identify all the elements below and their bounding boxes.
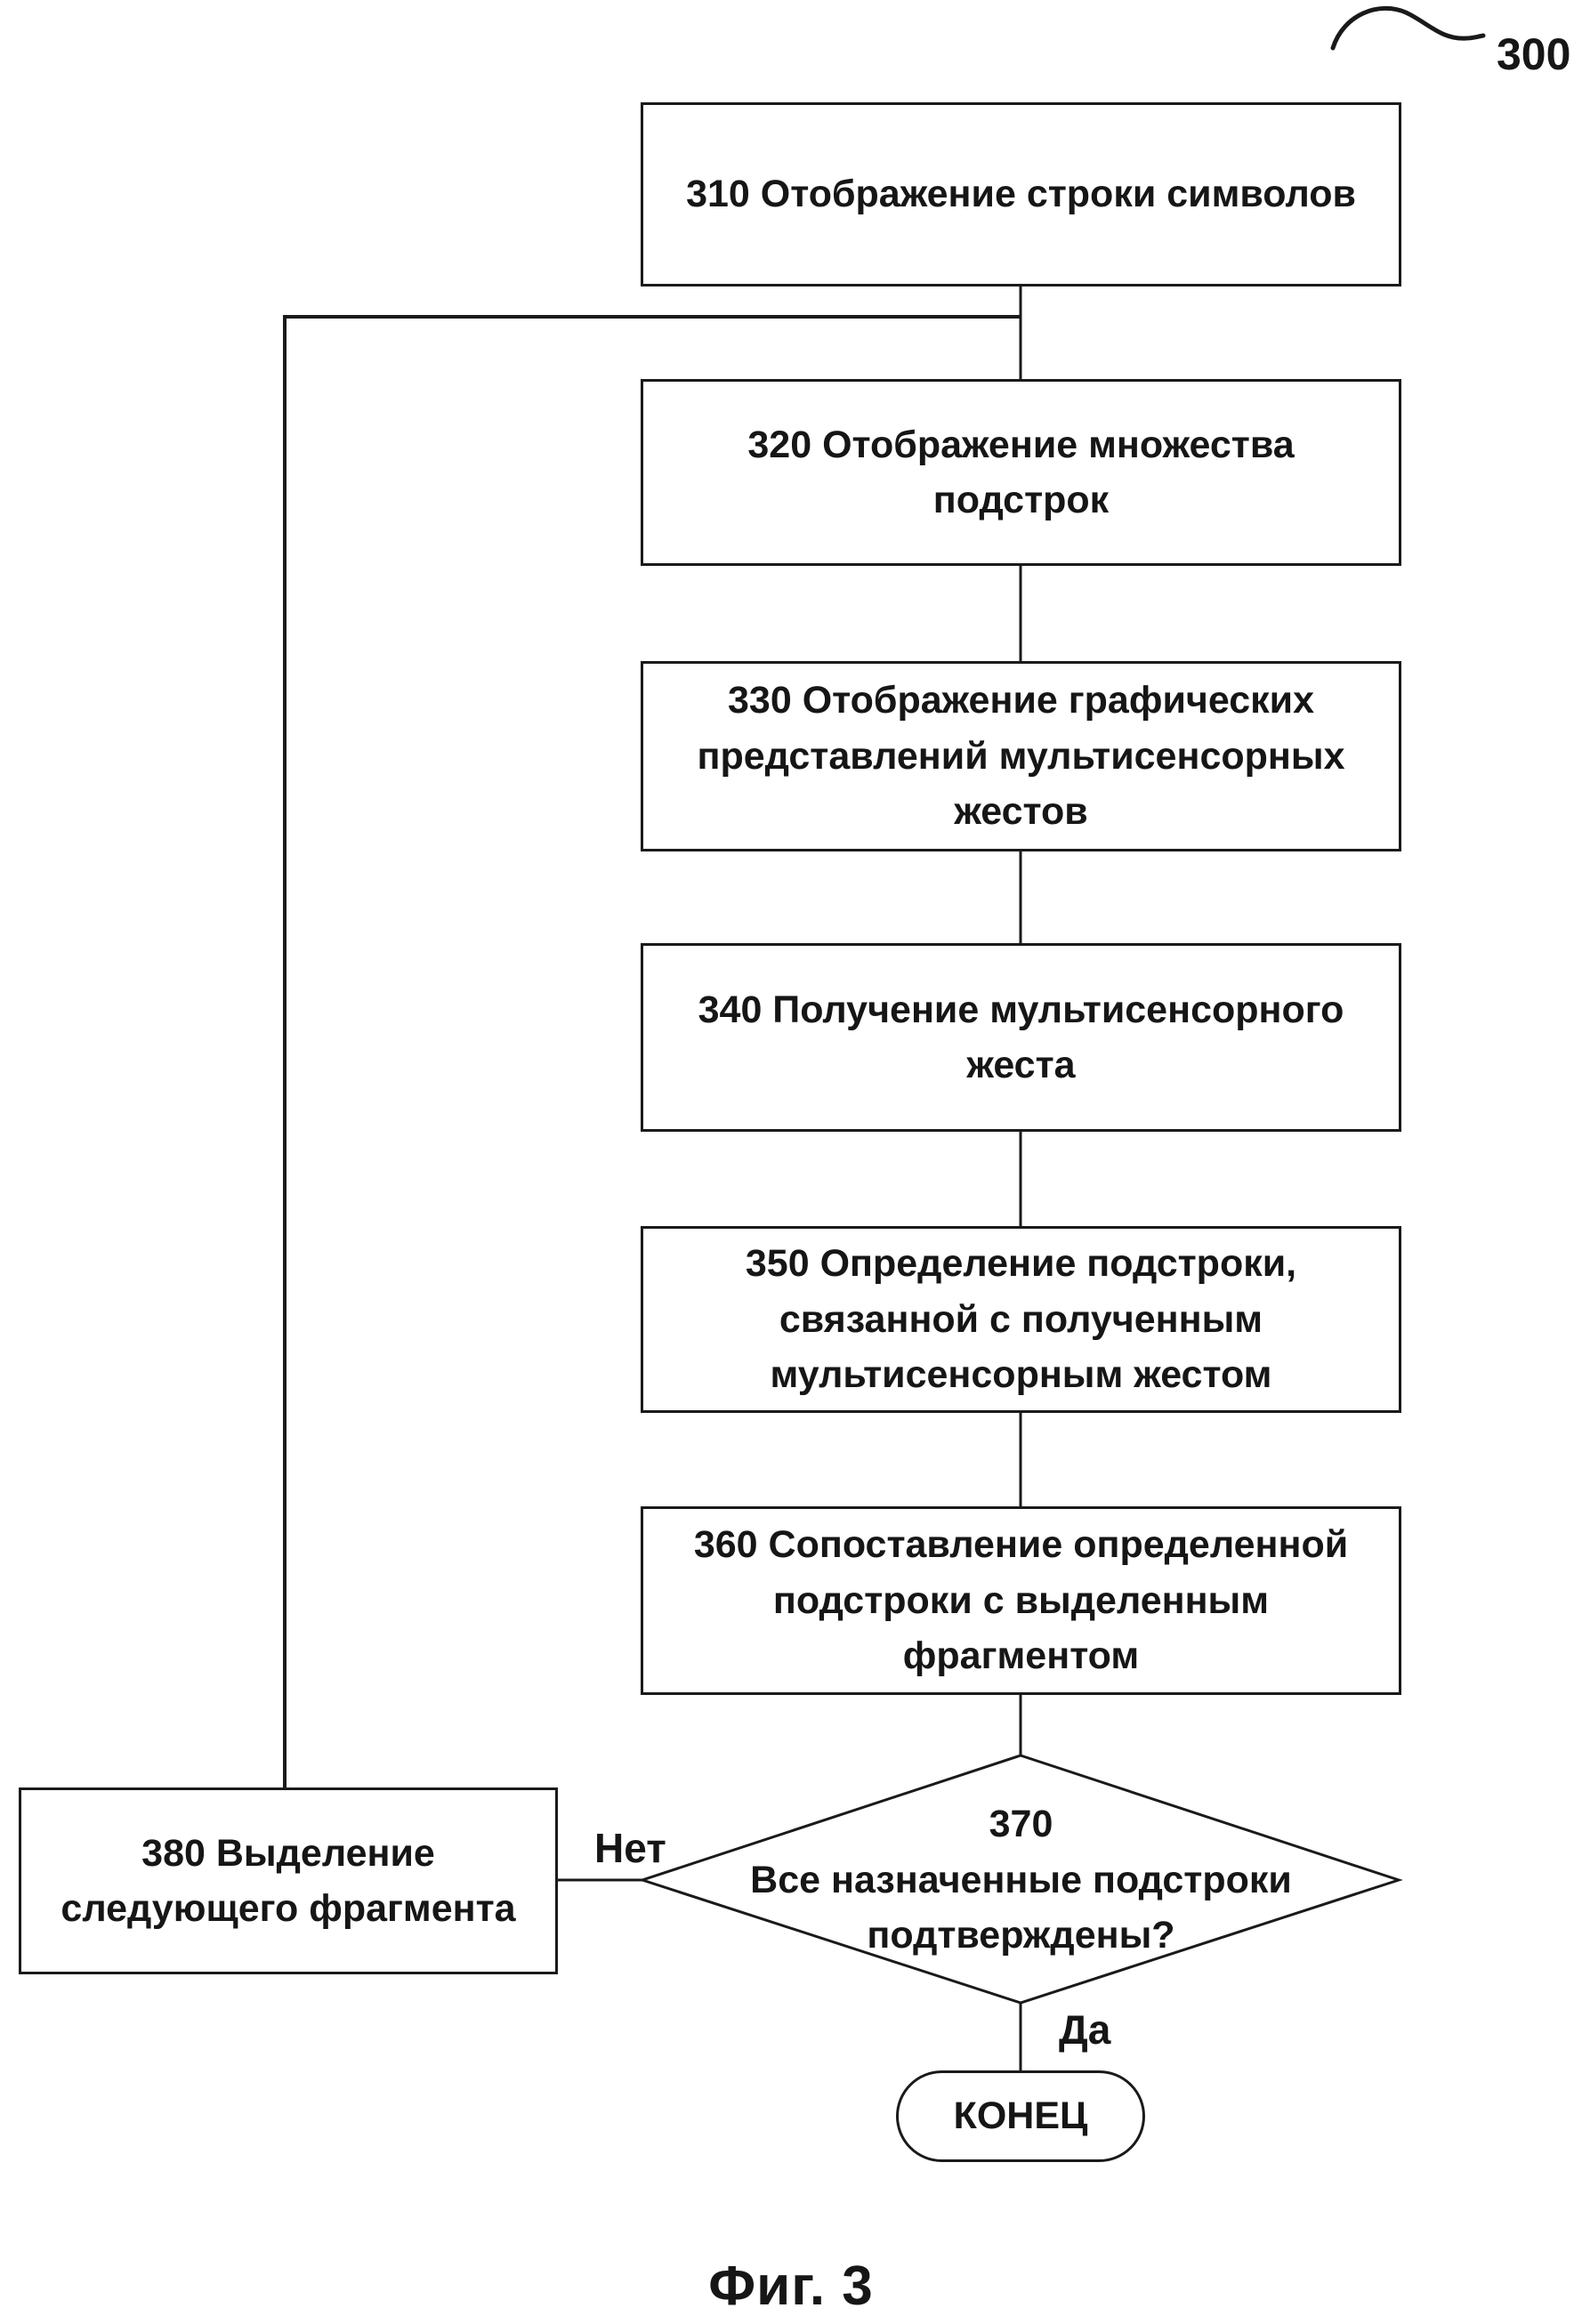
decision-diamond-370-shape: [638, 1754, 1403, 2005]
figure-caption: Фиг. 3: [708, 2255, 874, 2317]
process-box-350: 350 Определение подстроки, связанной с п…: [641, 1226, 1401, 1413]
process-box-350-label: 350 Определение подстроки, связанной с п…: [745, 1242, 1297, 1397]
process-box-330-label: 330 Отображение графических представлени…: [697, 679, 1345, 834]
reference-squiggle: [1330, 6, 1486, 51]
process-box-320: 320 Отображение множества подстрок: [641, 379, 1401, 566]
process-box-320-label: 320 Отображение множества подстрок: [747, 423, 1295, 521]
process-box-310: 310 Отображение строки символов: [641, 102, 1401, 286]
connector-380-loopback: [283, 315, 1021, 1787]
figure-reference-number: 300: [1497, 29, 1571, 79]
edge-label-no: Нет: [594, 1825, 666, 1871]
process-box-340-label: 340 Получение мультисенсорного жеста: [698, 988, 1344, 1086]
decision-370-question: Все назначенные подстроки подтверждены?: [750, 1858, 1292, 1957]
process-box-360-label: 360 Сопоставление определенной подстроки…: [693, 1523, 1349, 1678]
decision-diamond-370: 370 Все назначенные подстроки подтвержде…: [658, 1766, 1384, 1994]
terminator-end-label: КОНЕЦ: [953, 2094, 1088, 2138]
process-box-330: 330 Отображение графических представлени…: [641, 661, 1401, 851]
process-box-340: 340 Получение мультисенсорного жеста: [641, 943, 1401, 1132]
process-box-380-label: 380 Выделение следующего фрагмента: [61, 1831, 516, 1930]
process-box-380: 380 Выделение следующего фрагмента: [19, 1787, 558, 1974]
edge-label-yes: Да: [1059, 2006, 1111, 2053]
process-box-310-label: 310 Отображение строки символов: [686, 173, 1356, 216]
decision-370-number: 370: [989, 1803, 1053, 1846]
terminator-end: КОНЕЦ: [896, 2070, 1145, 2162]
process-box-360: 360 Сопоставление определенной подстроки…: [641, 1506, 1401, 1695]
